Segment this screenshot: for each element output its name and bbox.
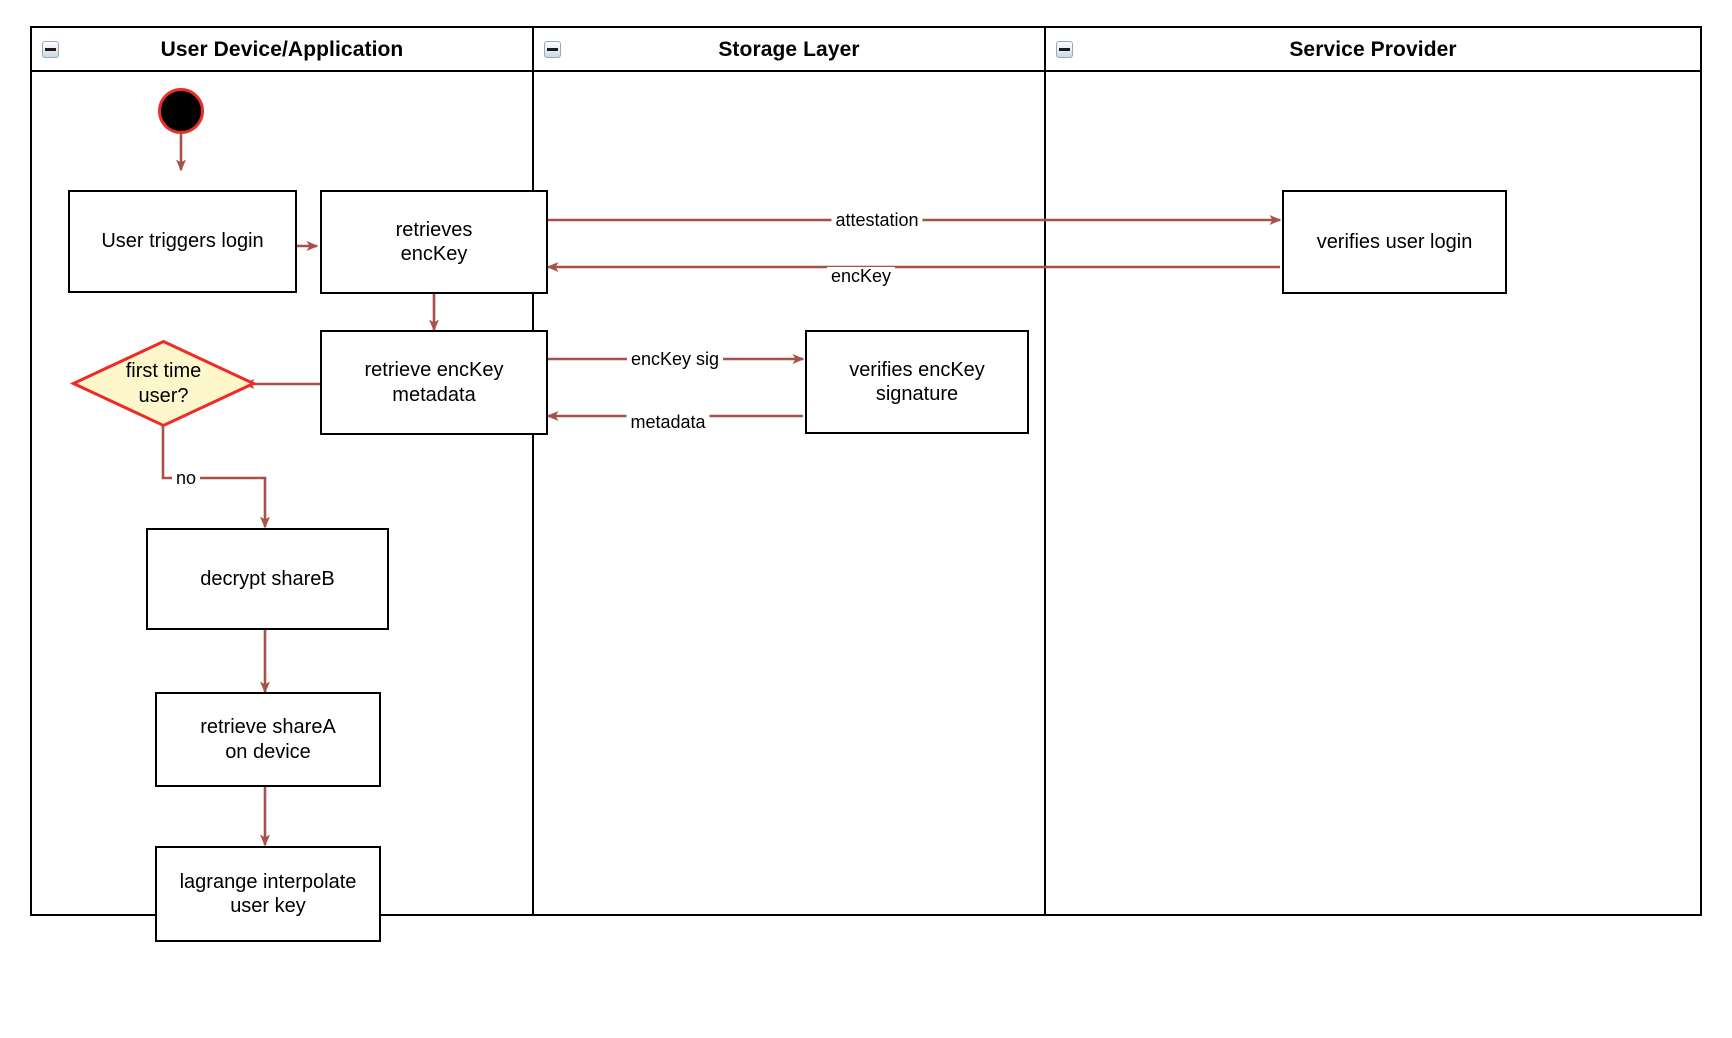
node-retrieve-sharea[interactable]: retrieve shareA on device <box>155 692 381 787</box>
node-retrieves-enckey[interactable]: retrieves encKey <box>320 190 548 294</box>
minus-box-icon[interactable] <box>1056 41 1073 58</box>
node-verifies-enckey-signature[interactable]: verifies encKey signature <box>805 330 1029 434</box>
node-first-time-user-label: first time user? <box>125 360 202 407</box>
node-decrypt-shareb[interactable]: decrypt shareB <box>146 528 389 630</box>
start-node[interactable] <box>158 88 204 134</box>
lane-service-provider: Service Provider <box>1046 28 1700 914</box>
minus-box-icon[interactable] <box>544 41 561 58</box>
node-first-time-user[interactable]: first time user? <box>69 339 258 428</box>
node-lagrange-interpolate[interactable]: lagrange interpolate user key <box>155 846 381 942</box>
edge-label-attestation: attestation <box>831 211 923 229</box>
lane-header-user-device: User Device/Application <box>32 28 532 72</box>
lane-title-service-provider: Service Provider <box>1289 38 1457 61</box>
lane-title-user-device: User Device/Application <box>160 38 404 61</box>
lane-header-service-provider: Service Provider <box>1046 28 1700 72</box>
node-retrieve-enckey-metadata[interactable]: retrieve encKey metadata <box>320 330 548 435</box>
lane-header-storage-layer: Storage Layer <box>534 28 1044 72</box>
lane-title-storage-layer: Storage Layer <box>718 38 860 61</box>
minus-box-icon[interactable] <box>42 41 59 58</box>
node-verifies-user-login[interactable]: verifies user login <box>1282 190 1507 294</box>
edge-label-enckey-sig: encKey sig <box>626 350 724 368</box>
lane-user-device: User Device/Application <box>32 28 534 914</box>
edge-label-enckey: encKey <box>826 267 896 285</box>
edge-label-no: no <box>171 469 201 487</box>
edge-label-metadata: metadata <box>626 413 710 431</box>
lane-storage-layer: Storage Layer <box>534 28 1046 914</box>
node-user-triggers-login[interactable]: User triggers login <box>68 190 297 293</box>
